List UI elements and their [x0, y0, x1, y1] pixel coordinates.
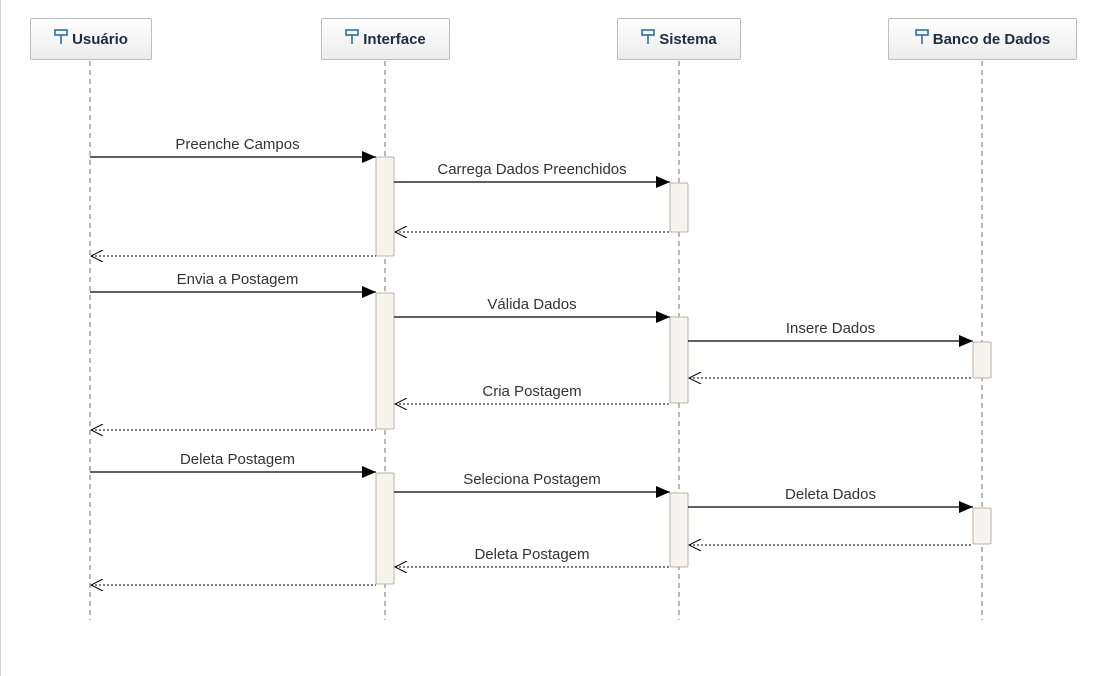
- activation-bar-sistema: [669, 182, 689, 233]
- lifeline-icon: [54, 29, 68, 49]
- lifeline-icon: [641, 29, 656, 49]
- return-message-label: Cria Postagem: [482, 383, 582, 400]
- activation-bar-interface: [375, 292, 395, 430]
- message-label: Preenche Campos: [175, 136, 300, 153]
- lifeline-header-interface[interactable]: Interface: [321, 18, 450, 60]
- message-label: Seleciona Postagem: [463, 471, 601, 488]
- lifeline-icon: [914, 29, 929, 49]
- message-label: Válida Dados: [487, 296, 577, 313]
- lifeline-icon: [345, 29, 360, 49]
- lifeline-label: Banco de Dados: [932, 30, 1051, 48]
- lifeline-header-usuario[interactable]: Usuário: [30, 18, 152, 60]
- activation-bar-sistema: [669, 492, 689, 568]
- message-label: Envia a Postagem: [176, 271, 299, 288]
- return-message-label: Deleta Postagem: [474, 546, 590, 563]
- activation-bar-banco: [972, 341, 992, 379]
- message-label: Deleta Postagem: [179, 451, 296, 468]
- lifeline-label: Sistema: [659, 30, 717, 48]
- message-label: Carrega Dados Preenchidos: [437, 161, 627, 178]
- message-label: Deleta Dados: [785, 486, 876, 503]
- activation-bar-sistema: [669, 316, 689, 404]
- activation-bar-interface: [375, 156, 395, 257]
- page-border: [0, 0, 1, 676]
- message-label: Insere Dados: [785, 320, 876, 337]
- lifeline-header-sistema[interactable]: Sistema: [617, 18, 741, 60]
- lifeline-label: Usuário: [72, 30, 128, 48]
- activation-bar-interface: [375, 472, 395, 585]
- activation-bar-banco: [972, 507, 992, 545]
- lifeline-label: Interface: [363, 30, 426, 48]
- lifeline-header-banco[interactable]: Banco de Dados: [888, 18, 1077, 60]
